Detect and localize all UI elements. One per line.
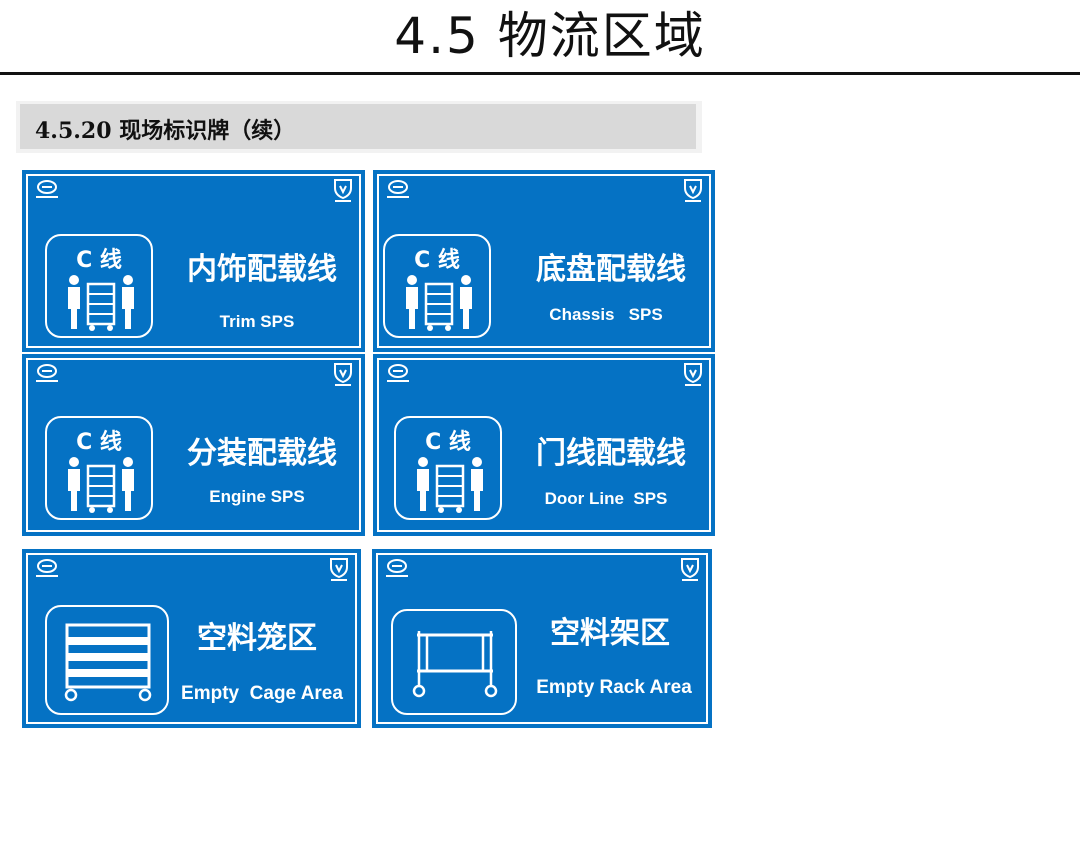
line-label: C 线 [76,430,122,455]
line-icon-box: C 线 [45,234,153,338]
rack-icon-box [391,609,517,715]
sign-door-line-sps: C 线 门线配载线 Door Line SPS [373,354,715,536]
company-logo-icon [36,559,58,577]
sign-empty-rack-area: 空料架区 Empty Rack Area [372,549,712,728]
sign-trim-sps: C 线 内饰配载线 Trim SPS [22,170,365,352]
workers-cart-icon [68,457,134,513]
sign-cn-label: 内饰配载线 [187,252,337,287]
sign-engine-sps: C 线 分装配载线 Engine SPS [22,354,365,536]
line-label: C 线 [414,248,460,273]
line-label: C 线 [425,430,471,455]
sign-en-label: Empty Rack Area [536,677,692,698]
sign-cn-label: 底盘配载线 [536,252,686,287]
workers-cart-icon [417,457,483,513]
sign-en-label: Chassis SPS [549,305,663,324]
sign-cn-label: 门线配载线 [536,436,686,471]
sign-empty-cage-area: 空料笼区 Empty Cage Area [22,549,361,728]
company-logo-icon [386,559,408,577]
sign-chassis-sps: C 线 底盘配载线 Chassis SPS [373,170,715,352]
sign-en-label: Empty Cage Area [181,683,343,704]
line-icon-box: C 线 [45,416,153,520]
brand-shield-icon [334,363,352,386]
rack-icon [412,631,498,698]
sign-en-label: Door Line SPS [544,489,668,508]
cage-icon-box [45,605,169,715]
sign-en-label: Engine SPS [209,487,305,506]
brand-shield-icon [684,179,702,202]
company-logo-icon [36,180,58,198]
sign-cn-label: 分装配载线 [187,436,337,471]
section-header: 4.5.20 现场标识牌（续） [16,101,702,153]
sign-en-label: Trim SPS [219,312,295,331]
line-label: C 线 [76,248,122,273]
title-rule [0,72,1080,75]
line-icon-box: C 线 [394,416,502,520]
brand-shield-icon [681,558,699,581]
brand-shield-icon [684,363,702,386]
sign-cn-label: 空料笼区 [197,621,317,656]
sign-cn-label: 空料架区 [550,616,670,651]
page-title: 4.5 物流区域 [394,7,706,65]
brand-shield-icon [334,179,352,202]
brand-shield-icon [330,558,348,581]
line-icon-box: C 线 [383,234,491,338]
workers-cart-icon [406,275,472,331]
section-label: 4.5.20 现场标识牌（续） [35,118,296,144]
company-logo-icon [387,364,409,382]
company-logo-icon [387,180,409,198]
workers-cart-icon [68,275,134,331]
cage-icon [64,623,152,702]
company-logo-icon [36,364,58,382]
